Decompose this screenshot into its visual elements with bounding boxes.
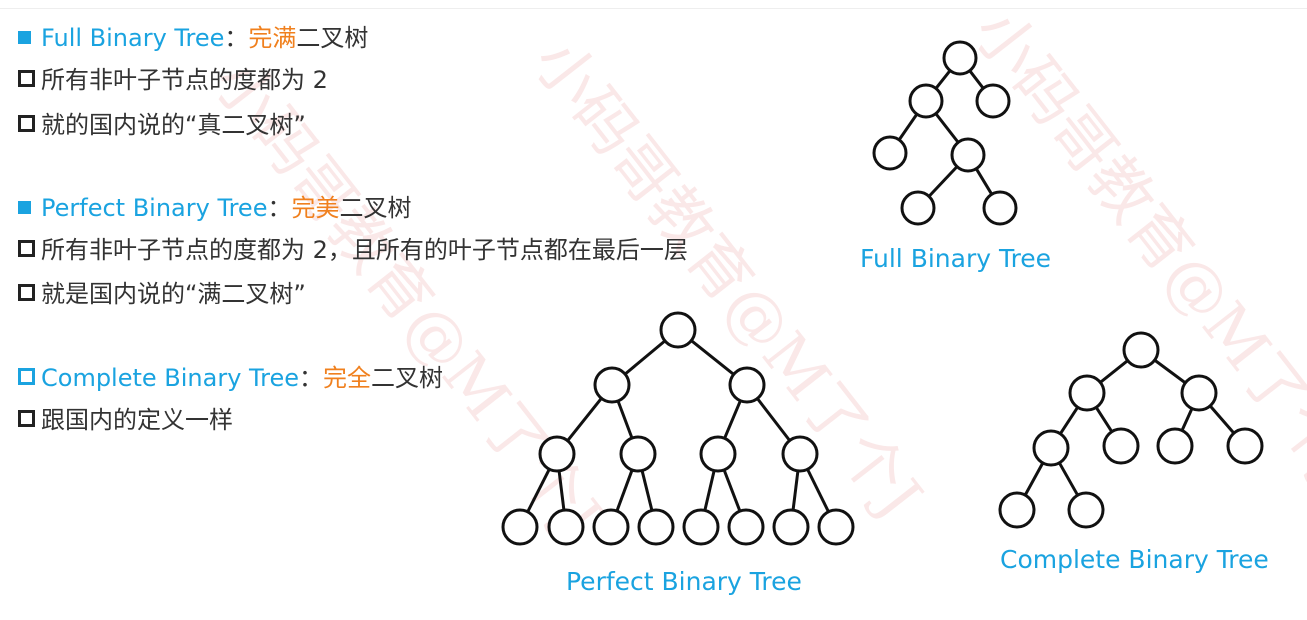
full-bullet-1: 所有非叶子节点的度都为 2 — [18, 64, 328, 96]
tree-edge — [1153, 358, 1187, 385]
tree-edge — [1058, 462, 1079, 496]
tree-node — [1180, 374, 1218, 412]
perfect-bullet-2: 就是国内说的“满二叉树” — [18, 278, 306, 310]
square-bullet-icon — [18, 31, 31, 44]
tree-edge — [1180, 407, 1194, 432]
perfect-tree-caption: Perfect Binary Tree — [566, 567, 802, 596]
tree-edge — [806, 468, 830, 513]
tree-node — [538, 435, 576, 473]
complete-tree-caption: Complete Binary Tree — [1000, 545, 1269, 574]
tree-edge — [897, 113, 919, 141]
tree-node — [1156, 427, 1194, 465]
tree-node — [872, 135, 908, 171]
full-title-line: Full Binary Tree：完满二叉树 — [18, 22, 368, 54]
complete-cn-highlight: 完全 — [323, 364, 372, 392]
tree-edge — [934, 69, 952, 90]
tree-edge — [557, 470, 566, 511]
perfect-cn-highlight: 完美 — [291, 194, 340, 222]
tree-edge — [703, 470, 716, 511]
tree-edge — [566, 397, 603, 442]
tree-node — [1068, 374, 1106, 412]
complete-cn-rest: 二叉树 — [371, 364, 444, 392]
complete-bullet-1: 跟国内的定义一样 — [18, 404, 233, 436]
tree-node — [637, 508, 675, 546]
hollow-square-blue-icon — [18, 368, 35, 385]
top-divider — [0, 8, 1307, 9]
hollow-square-icon — [18, 240, 35, 257]
tree-edge — [722, 469, 742, 512]
tree-edge — [791, 470, 800, 511]
tree-edge — [974, 167, 994, 196]
tree-node — [908, 83, 944, 119]
tree-node — [998, 491, 1036, 529]
tree-node — [975, 83, 1011, 119]
complete-tree — [998, 331, 1264, 529]
tree-node — [817, 508, 855, 546]
full-tree-caption: Full Binary Tree — [860, 244, 1052, 273]
tree-edge — [927, 165, 959, 198]
tree-edge — [1209, 404, 1235, 435]
full-title: Full Binary Tree — [41, 24, 225, 52]
tree-edge — [624, 339, 666, 376]
tree-node — [1122, 331, 1160, 369]
tree-node — [1102, 427, 1140, 465]
tree-edge — [1099, 359, 1129, 384]
tree-node — [781, 435, 819, 473]
full-tree — [872, 40, 1018, 226]
tree-edge — [616, 400, 634, 439]
tree-node — [547, 508, 585, 546]
tree-node — [1067, 491, 1105, 529]
tree-node — [501, 508, 539, 546]
tree-node — [593, 366, 631, 404]
tree-edge — [723, 400, 742, 439]
tree-node — [1226, 427, 1264, 465]
full-cn-rest: 二叉树 — [296, 24, 369, 52]
tree-node — [900, 190, 936, 226]
tree-edge — [1094, 406, 1114, 433]
tree-edge — [1023, 462, 1045, 496]
tree-node — [942, 40, 978, 76]
tree-node — [682, 508, 720, 546]
full-bullet-2: 就的国内说的“真二叉树” — [18, 109, 306, 141]
square-bullet-icon — [18, 201, 31, 214]
tree-edge — [934, 112, 960, 144]
hollow-square-icon — [18, 70, 35, 87]
perfect-title: Perfect Binary Tree — [41, 194, 268, 222]
perfect-title-line: Perfect Binary Tree：完美二叉树 — [18, 192, 411, 224]
complete-title-line: Complete Binary Tree：完全二叉树 — [18, 362, 443, 394]
tree-edge — [756, 397, 791, 442]
tree-edge — [1059, 406, 1079, 435]
full-cn-highlight: 完满 — [248, 24, 297, 52]
perfect-tree — [501, 311, 855, 546]
tree-edge — [968, 69, 985, 90]
tree-node — [619, 435, 657, 473]
tree-edge — [640, 470, 654, 511]
tree-node — [592, 508, 630, 546]
tree-node — [699, 435, 737, 473]
hollow-square-icon — [18, 115, 35, 132]
tree-node — [1032, 429, 1070, 467]
hollow-square-icon — [18, 410, 35, 427]
hollow-square-icon — [18, 284, 35, 301]
perfect-bullet-1: 所有非叶子节点的度都为 2，且所有的叶子节点都在最后一层 — [18, 234, 688, 266]
tree-node — [659, 311, 697, 349]
complete-title: Complete Binary Tree — [41, 364, 300, 392]
tree-node — [728, 366, 766, 404]
perfect-cn-rest: 二叉树 — [339, 194, 412, 222]
tree-edge — [615, 469, 634, 512]
tree-node — [772, 508, 810, 546]
tree-node — [727, 508, 765, 546]
tree-node — [982, 190, 1018, 226]
tree-node — [950, 137, 986, 173]
tree-edge — [690, 339, 735, 376]
tree-edge — [526, 468, 551, 513]
